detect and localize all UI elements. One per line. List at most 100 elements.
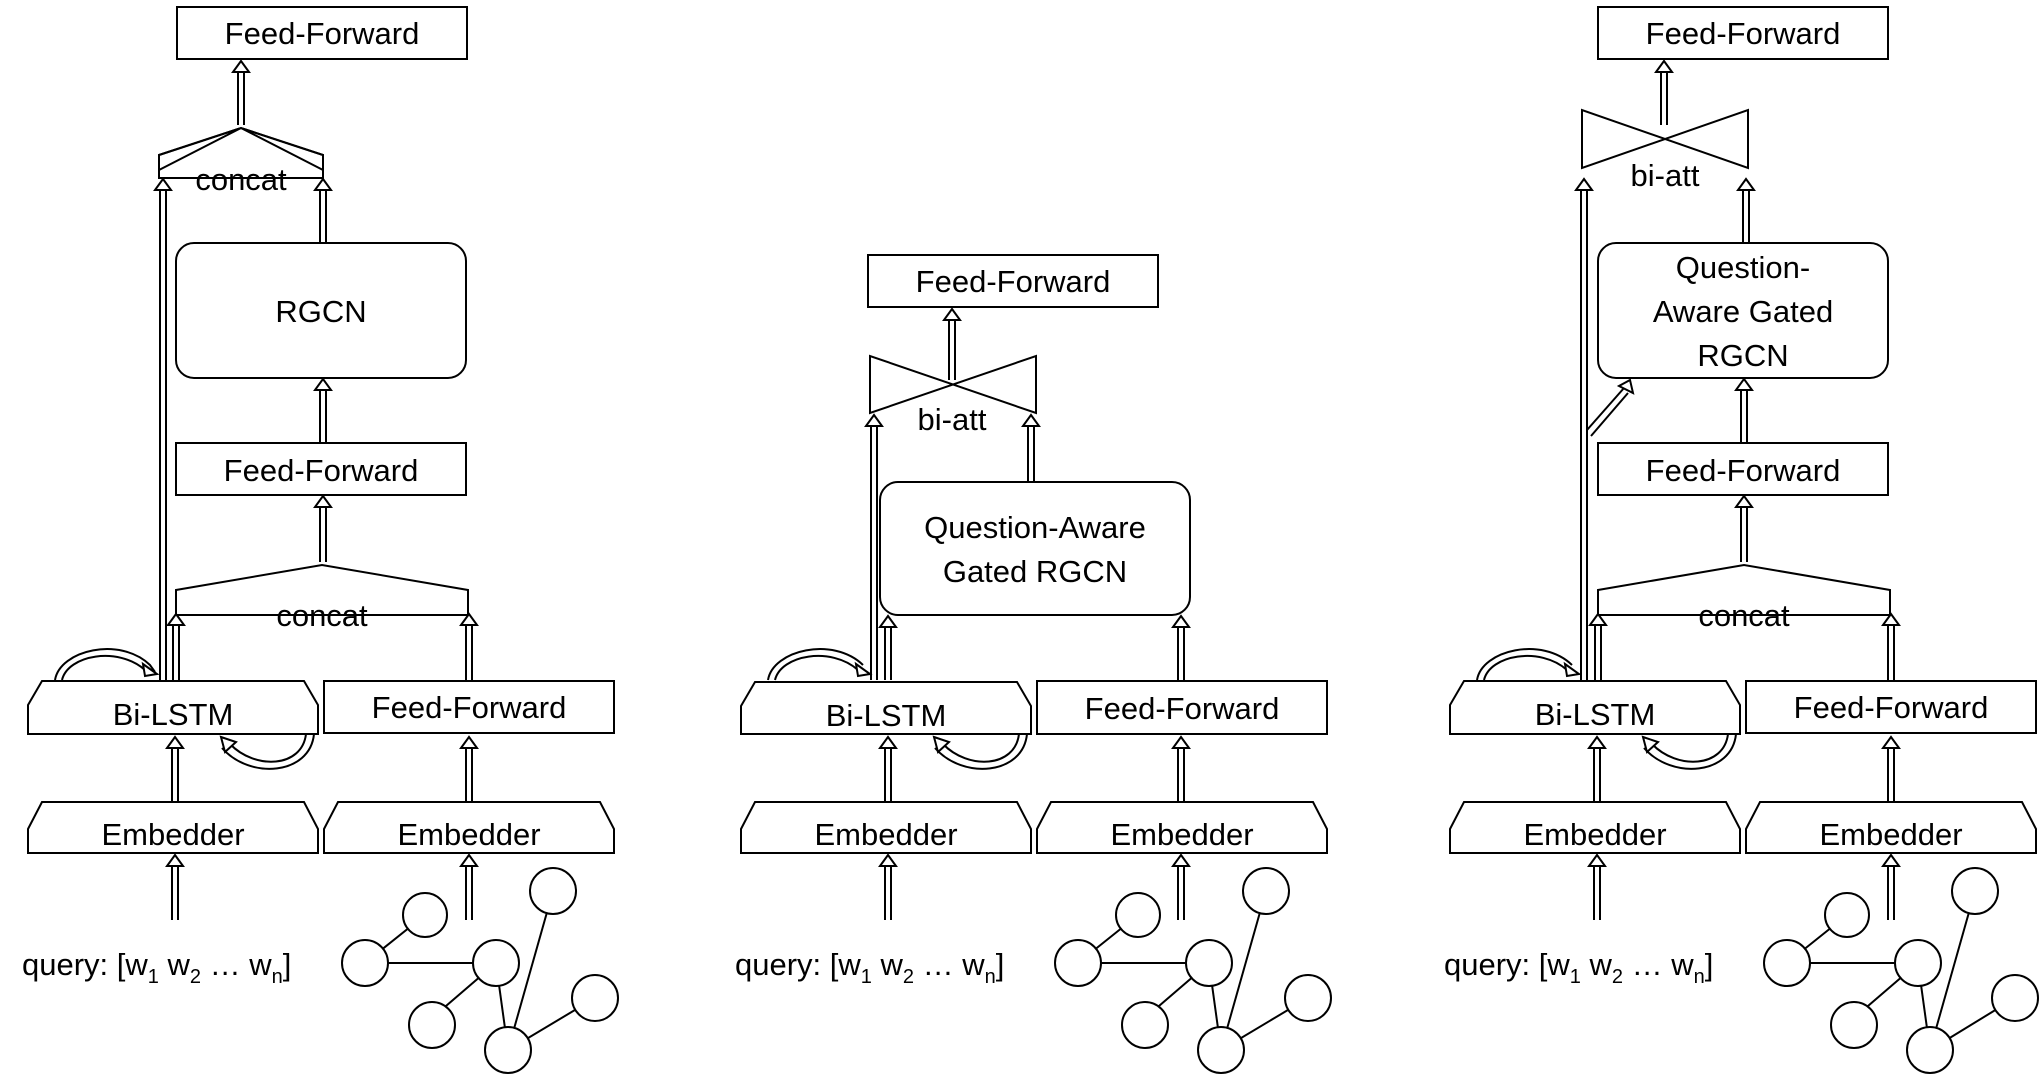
panel-2-query-text: query: [w1 w2 … wn] [735, 947, 1004, 988]
panel-1-knowledge-graph [341, 867, 619, 1074]
panel-3-qa-gated-rgcn-line2: Aware Gated [1653, 294, 1833, 329]
panel-3-arrow-embedder-to-ff [1881, 735, 1901, 802]
panel-3-feed-forward-mid-box [1597, 442, 1889, 496]
graph-node [408, 1001, 456, 1049]
panel-2-embedder-left-box [740, 801, 1032, 854]
graph-node [1185, 939, 1233, 987]
panel-2-feed-forward-top-label: Feed-Forward [916, 264, 1111, 299]
panel-3-query-text: query: [w1 w2 … wn] [1444, 947, 1713, 988]
panel-1-feed-forward-side-label: Feed-Forward [372, 690, 567, 725]
panel-2-arrow-bilstm-to-rgcn [878, 614, 898, 680]
panel-2-feed-forward-side-label: Feed-Forward [1085, 691, 1280, 726]
panel-3-knowledge-graph [1763, 867, 2039, 1074]
panel-2-qa-gated-rgcn-line2: Gated RGCN [943, 554, 1127, 589]
graph-node [1824, 892, 1870, 938]
panel-3-arrow-bilstm-skip [1574, 177, 1635, 680]
panel-3-arrow-bilstm-to-concat [1588, 612, 1608, 680]
graph-node [1763, 939, 1811, 987]
panel-2-feed-forward-side-box [1036, 680, 1328, 735]
panel-3-feed-forward-side-box [1745, 680, 2037, 734]
panel-2-arrow-query-to-embedder [878, 853, 898, 920]
panel-3-loop-top [1476, 648, 1573, 681]
panel-2-arrow-bilstm-skip [864, 413, 884, 680]
panel-3-feed-forward-side-label: Feed-Forward [1794, 690, 1989, 725]
panel-3-arrow-rgcn-to-biatt [1736, 177, 1756, 243]
panel-3-embedder-right-box [1745, 801, 2037, 854]
panel-3-biatt-label: bi-att [1631, 158, 1700, 193]
panel-1-arrow-ff-side-to-concat [459, 612, 479, 680]
panel-1-arrow-bilstm-skip [153, 177, 173, 680]
panel-1-embedder-right-box [323, 801, 615, 854]
panel-2-feed-forward-top-box [867, 254, 1159, 308]
panel-2-arrow-ff-side-to-rgcn [1171, 614, 1191, 680]
panel-3-qa-gated-rgcn-line3: RGCN [1697, 338, 1788, 373]
panel-3-arrow-concat-to-ff-mid [1734, 494, 1754, 562]
panel-3-bilstm-box [1449, 680, 1741, 735]
panel-1-concat-bottom-label: concat [276, 598, 368, 633]
panel-3-arrow-query-to-embedder [1587, 853, 1607, 920]
panel-1-arrow-embedder-to-ff [459, 735, 479, 802]
panel-1-feed-forward-mid-box [175, 442, 467, 496]
panel-3-concat-bottom-shape [1597, 563, 1891, 616]
panel-3-arrow-biatt-to-ff [1654, 59, 1674, 125]
panel-1-arrow-query-to-embedder [165, 853, 185, 920]
panel-1-bilstm-label: Bi-LSTM [113, 697, 234, 732]
panel-2-embedder-right-box [1036, 801, 1328, 854]
panel-3-arrow-ff-side-to-concat [1881, 612, 1901, 680]
graph-node [1284, 974, 1332, 1022]
graph-node [341, 939, 389, 987]
panel-2-biatt-label: bi-att [918, 402, 987, 437]
graph-node [571, 974, 619, 1022]
graph-node [472, 939, 520, 987]
panel-1: Feed-Forward concat RGCN Feed-Forward [22, 6, 619, 1074]
graph-node [1242, 867, 1290, 915]
graph-node [1121, 1001, 1169, 1049]
panel-1-rgcn-label: RGCN [275, 294, 366, 329]
panel-1-arrow-embedder-to-bilstm [165, 735, 185, 802]
panel-1-feed-forward-top-box [176, 6, 468, 60]
panel-3-feed-forward-top-box [1597, 6, 1889, 60]
panel-2-arrow-embedder-to-bilstm [878, 735, 898, 802]
panel-3-arrow-ff-to-rgcn [1734, 377, 1754, 443]
panel-1-feed-forward-side-box [323, 680, 615, 734]
panel-1-bilstm-box [27, 680, 319, 735]
panel-1-arrow-bilstm-to-concat [166, 612, 186, 680]
graph-node [1894, 939, 1942, 987]
panel-3-arrow-embedder-to-bilstm [1587, 735, 1607, 802]
panel-1-embedder-right-label: Embedder [397, 817, 540, 852]
panel-1-loop-top [54, 648, 156, 681]
graph-node [1197, 1026, 1245, 1074]
graph-node [1830, 1001, 1878, 1049]
panel-3-embedder-left-label: Embedder [1523, 817, 1666, 852]
panel-2-arrow-biatt-to-ff [942, 307, 962, 380]
graph-node [1054, 939, 1102, 987]
panel-3-arrow-graph-to-embedder [1881, 853, 1901, 920]
panel-2-arrow-graph-to-embedder [1171, 853, 1191, 920]
graph-node [529, 867, 577, 915]
panel-1-embedder-left-label: Embedder [101, 817, 244, 852]
panel-3-concat-bottom-label: concat [1698, 598, 1790, 633]
panel-2-knowledge-graph [1054, 867, 1332, 1074]
graph-node [402, 892, 448, 938]
panel-1-concat-top-label: concat [195, 162, 287, 197]
graph-node [484, 1026, 532, 1074]
panel-3: Feed-Forward bi-att Question- Aware Gate… [1444, 6, 2039, 1074]
graph-node [1991, 974, 2039, 1022]
panel-2-loop-top [767, 648, 864, 681]
panel-2-arrow-rgcn-to-biatt [1021, 413, 1041, 482]
graph-node [1115, 892, 1161, 938]
panel-1-arrow-ff-to-rgcn [313, 377, 333, 443]
panel-1-arrow-concat-to-ff-mid [313, 494, 333, 562]
panel-1-feed-forward-top-label: Feed-Forward [225, 16, 420, 51]
panel-2-arrow-embedder-to-ff [1171, 735, 1191, 802]
panel-1-arrow-concat-to-ff [231, 59, 251, 125]
panel-2-loop-bottom [934, 733, 1028, 770]
panel-2-qa-gated-rgcn-line1: Question-Aware [924, 510, 1146, 545]
panel-3-feed-forward-top-label: Feed-Forward [1646, 16, 1841, 51]
panel-3-feed-forward-mid-label: Feed-Forward [1646, 453, 1841, 488]
panel-2-qa-gated-rgcn-box [879, 481, 1191, 616]
panel-1-arrow-graph-to-embedder [459, 853, 479, 920]
panel-3-bilstm-label: Bi-LSTM [1535, 697, 1656, 732]
